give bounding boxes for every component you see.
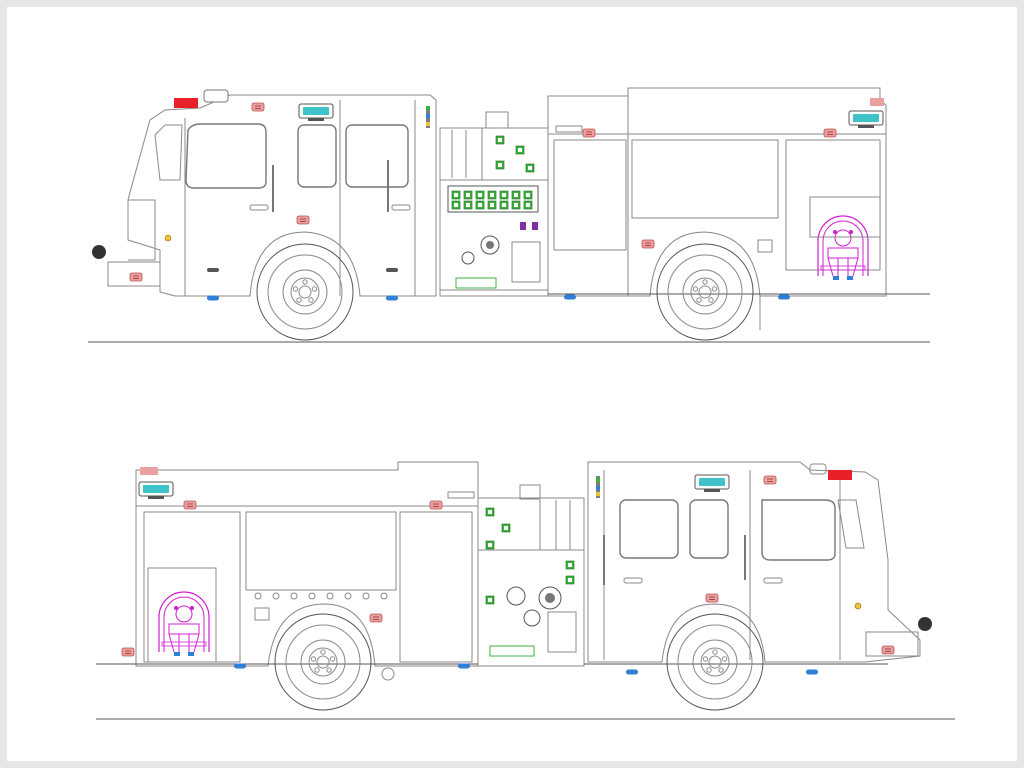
officer-front-wheel-icon xyxy=(666,613,764,711)
fire-apparatus-drawing xyxy=(88,87,955,720)
driver-side-view xyxy=(88,87,930,343)
lightbar-icon xyxy=(828,470,852,480)
lightbar-icon xyxy=(174,98,198,108)
officer-side-view xyxy=(96,461,955,720)
front-wheel-icon xyxy=(256,243,354,341)
rear-body xyxy=(547,87,887,297)
pump-panel-icon xyxy=(447,185,539,213)
front-cab-window xyxy=(185,123,267,189)
officer-rear-body xyxy=(135,461,479,667)
officer-rear-wheel-icon xyxy=(274,613,372,711)
drawing-sheet xyxy=(7,7,1017,761)
rear-wheel-icon xyxy=(656,243,754,341)
